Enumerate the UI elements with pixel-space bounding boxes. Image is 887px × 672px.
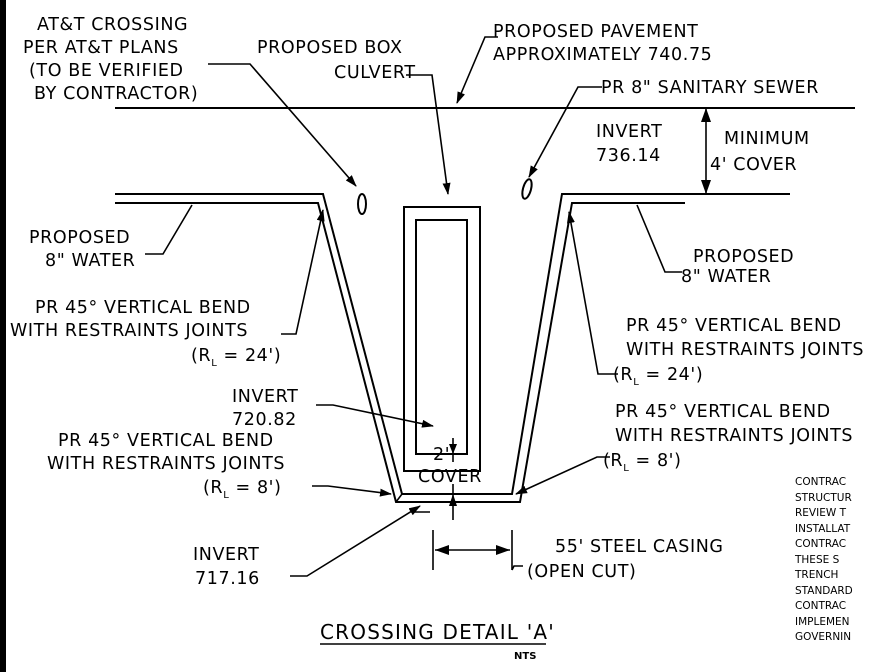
label-bend-lr-radius: (RL = 8') [603, 451, 682, 474]
leader-bend-ul [281, 209, 325, 335]
label-invert-bot: INVERT [193, 545, 259, 565]
label-minimum: MINIMUM [724, 129, 810, 149]
label-bend-ll-radius: (RL = 8') [203, 478, 282, 501]
leader-water-left [145, 204, 193, 255]
note-line: INSTALLAT [795, 523, 851, 535]
label-water-right-size: 8" WATER [681, 267, 771, 287]
note-line: THESE S [794, 554, 840, 566]
leader-bend-lr [515, 456, 610, 495]
detail-title: CROSSING DETAIL 'A' [320, 620, 555, 644]
label-bend-lr-joints: WITH RESTRAINTS JOINTS [615, 426, 853, 446]
label-water-left-size: 8" WATER [45, 251, 135, 271]
note-line: STANDARD [795, 585, 853, 597]
note-line: CONTRAC [795, 476, 846, 488]
note-line: REVIEW T [795, 507, 847, 519]
note-line: IMPLEMEN [795, 616, 850, 628]
leader-invert-bot [290, 505, 421, 577]
label-open-cut: (OPEN CUT) [527, 562, 636, 582]
label-att-plans: PER AT&T PLANS [23, 38, 179, 58]
label-steel-casing: 55' STEEL CASING [555, 537, 724, 557]
leader-bend-ll [312, 485, 392, 497]
label-pavement: PROPOSED PAVEMENT [493, 22, 698, 42]
label-bend-ur: PR 45° VERTICAL BEND [626, 316, 842, 336]
att-conduit [357, 193, 367, 215]
label-box-culvert: PROPOSED BOX [257, 38, 403, 58]
label-2ft-cover: COVER [418, 467, 482, 487]
label-invert-mid-elev: 720.82 [232, 410, 297, 430]
label-nts: NTS [514, 651, 536, 662]
label-bend-ul: PR 45° VERTICAL BEND [35, 298, 251, 318]
label-invert-mid: INVERT [232, 387, 298, 407]
label-2ft: 2' [433, 445, 450, 465]
water-pipe-outer [115, 193, 790, 495]
label-bend-ur-radius: (RL = 24') [613, 365, 703, 388]
box-culvert-inner [415, 219, 468, 455]
label-bend-ul-radius: (RL = 24') [191, 346, 281, 369]
box-culvert-outer [403, 206, 481, 472]
note-line: GOVERNIN [795, 631, 851, 643]
label-4ft-cover: 4' COVER [710, 155, 797, 175]
label-water-left: PROPOSED [29, 228, 130, 248]
leader-water-right [636, 204, 682, 273]
label-bend-lr: PR 45° VERTICAL BEND [615, 402, 831, 422]
label-invert-top: INVERT [596, 122, 662, 142]
leader-bend-ur [567, 211, 618, 375]
leader-att [208, 63, 357, 187]
label-att-crossing: AT&T CROSSING [37, 15, 188, 35]
label-invert-top-elev: 736.14 [596, 146, 661, 166]
note-line: CONTRAC [795, 538, 846, 550]
label-bend-ul-joints: WITH RESTRAINTS JOINTS [10, 321, 248, 341]
leader-invert-mid [316, 404, 434, 428]
label-sanitary-sewer: PR 8" SANITARY SEWER [601, 78, 819, 98]
label-culvert: CULVERT [334, 63, 416, 83]
leader-pavement [456, 36, 498, 104]
sanitary-sewer-pipe [521, 178, 533, 200]
note-line: CONTRAC [795, 600, 846, 612]
note-line: STRUCTUR [795, 492, 852, 504]
label-bend-ll-joints: WITH RESTRAINTS JOINTS [47, 454, 285, 474]
label-invert-bot-elev: 717.16 [195, 569, 260, 589]
label-pavement-elev: APPROXIMATELY 740.75 [493, 45, 712, 65]
label-bend-ll: PR 45° VERTICAL BEND [58, 431, 274, 451]
label-att-contractor: BY CONTRACTOR) [34, 84, 198, 104]
leader-sewer [528, 86, 602, 178]
leader-box [406, 74, 451, 195]
label-att-verify: (TO BE VERIFIED [29, 61, 184, 81]
general-notes: CONTRAC STRUCTUR REVIEW T INSTALLAT CONT… [794, 476, 853, 643]
water-pipe-inner [115, 202, 685, 503]
label-water-right: PROPOSED [693, 247, 794, 267]
label-bend-ur-joints: WITH RESTRAINTS JOINTS [626, 340, 864, 360]
note-line: TRENCH [794, 569, 838, 581]
